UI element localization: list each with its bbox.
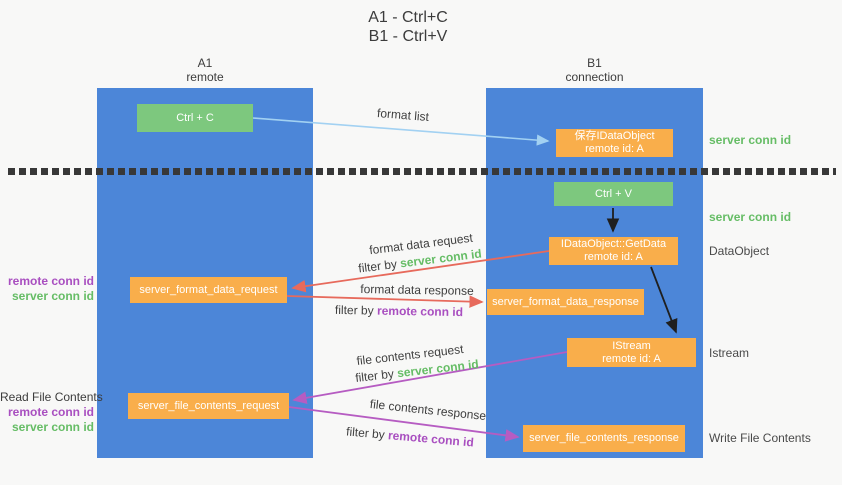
node-server-format-data-request: server_format_data_request [130, 277, 287, 303]
column-b1-name: B1 [587, 56, 602, 70]
node-idataobject-getdata: IDataObject::GetData remote id: A [549, 237, 678, 265]
label-server-conn-id-left1: server conn id [11, 289, 94, 303]
column-header-a1: A1 remote [97, 56, 313, 84]
dotted-divider [8, 168, 836, 175]
node-server-format-data-response: server_format_data_response [487, 289, 644, 315]
node-ctrl-v-label: Ctrl + V [595, 187, 632, 200]
title-line-2: B1 - Ctrl+V [368, 28, 448, 45]
node-format-response-label: server_format_data_response [492, 295, 639, 308]
node-file-request-label: server_file_contents_request [137, 399, 280, 412]
label-remote-conn-id-left2: remote conn id [7, 405, 94, 419]
node-format-request-label: server_format_data_request [139, 283, 278, 296]
arrow-label-format-data-response: format data response [360, 282, 474, 298]
label-server-conn-id-left2: server conn id [11, 420, 94, 434]
label-remote-conn-id-left1: remote conn id [7, 274, 94, 288]
label-write-file-contents: Write File Contents [709, 431, 811, 445]
node-server-file-contents-request: server_file_contents_request [128, 393, 289, 419]
label-server-conn-id-1: server conn id [709, 133, 792, 147]
arrow-label-filter-by-remote-conn-id-2: filter by remote conn id [346, 424, 475, 449]
label-server-conn-id-2: server conn id [709, 210, 792, 224]
arrow-label-format-list: format list [376, 105, 430, 125]
remote-conn-id-text: remote conn id [376, 303, 464, 320]
column-b1-role: connection [565, 70, 624, 84]
node-save-idataobject-line1: 保存IDataObject [574, 130, 655, 142]
node-ctrl-c-label: Ctrl + C [176, 111, 214, 124]
node-save-idataobject: 保存IDataObject remote id: A [556, 129, 673, 157]
node-getdata-line1: IDataObject::GetData [560, 238, 667, 250]
node-ctrl-v: Ctrl + V [554, 182, 673, 206]
label-group-read-file-contents: Read File Contents remote conn id server… [0, 390, 103, 435]
label-istream: Istream [709, 346, 750, 360]
column-header-b1: B1 connection [486, 56, 703, 84]
node-istream-line1: IStream [612, 339, 651, 352]
filter-by-text: filter by [354, 366, 395, 385]
label-read-file-contents: Read File Contents [0, 390, 103, 404]
arrow-label-filter-by-remote-conn-id-1: filter by remote conn id [335, 303, 463, 319]
node-ctrl-c: Ctrl + C [137, 104, 253, 132]
node-save-idataobject-line2: remote id: A [585, 143, 644, 155]
diagram-title: A1 - Ctrl+C B1 - Ctrl+V [288, 8, 528, 46]
node-file-response-label: server_file_contents_response [529, 432, 679, 444]
node-getdata-line2: remote id: A [584, 251, 643, 263]
filter-by-text: filter by [334, 302, 374, 318]
filter-by-text: filter by [357, 256, 398, 276]
node-server-file-contents-response: server_file_contents_response [523, 425, 685, 452]
node-istream-line2: remote id: A [602, 352, 661, 365]
arrow-label-file-contents-response: file contents response [369, 396, 487, 424]
label-group-conn-ids: remote conn id server conn id [0, 274, 94, 304]
title-line-1: A1 - Ctrl+C [368, 9, 448, 26]
filter-by-text: filter by [345, 424, 386, 442]
column-a1-role: remote [186, 70, 224, 84]
column-a1-name: A1 [197, 56, 213, 70]
remote-conn-id-text: remote conn id [387, 428, 475, 450]
node-istream: IStream remote id: A [567, 338, 696, 367]
label-dataobject: DataObject [709, 244, 770, 258]
